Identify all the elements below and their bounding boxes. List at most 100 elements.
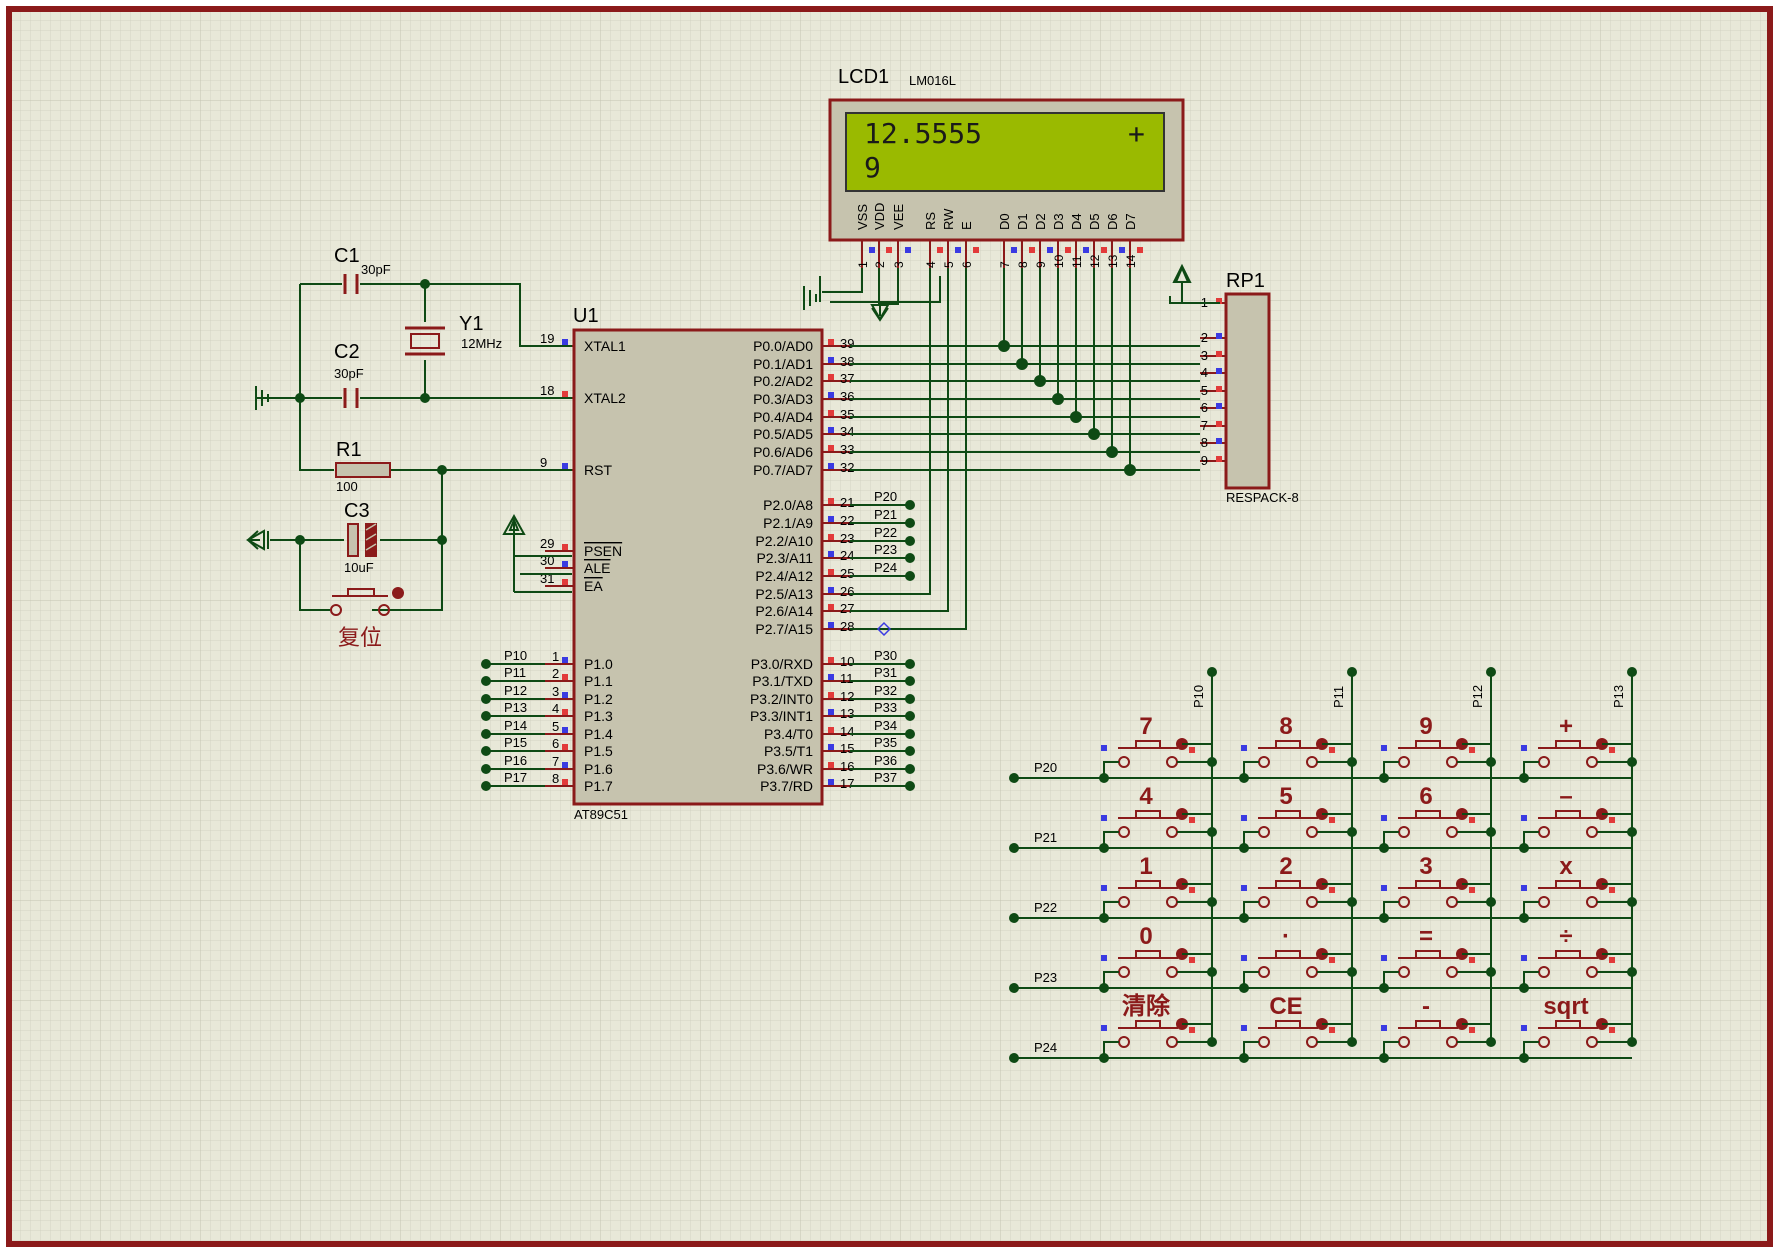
rp1-pin-number: 6: [1201, 400, 1208, 415]
crystal-y1[interactable]: Y1 12MHz: [405, 313, 502, 356]
rp1-pin-number: 5: [1201, 383, 1208, 398]
lcd-pin-number: 7: [998, 261, 1012, 268]
keypad-key-0-2[interactable]: 9: [1379, 713, 1496, 783]
mcu-pin-number: 26: [840, 584, 854, 599]
lcd-pin-number: 13: [1106, 254, 1120, 268]
mcu-pin-label: P3.4/T0: [764, 726, 813, 742]
mcu-pin-number: 24: [840, 548, 854, 563]
mcu-pin-number: 39: [840, 336, 854, 351]
keypad-key-3-2[interactable]: =: [1379, 923, 1496, 993]
mcu-pin-number: 25: [840, 566, 854, 581]
mcu-pin-label: P3.2/INT0: [750, 691, 813, 707]
keypad-key-2-3[interactable]: x: [1519, 853, 1637, 923]
resistor-r1[interactable]: R1 100: [335, 439, 391, 494]
c1-value: 30pF: [361, 262, 391, 277]
net-label: P13: [504, 700, 527, 715]
lcd-pin-number: 1: [856, 261, 870, 268]
keypad-key-2-0[interactable]: 1: [1099, 853, 1217, 923]
lcd-pin-label: RW: [941, 208, 956, 230]
keypad-key-4-2[interactable]: -: [1379, 993, 1496, 1063]
keypad-key-0-0[interactable]: 7: [1099, 713, 1217, 783]
keypad-key-1-1[interactable]: 5: [1239, 783, 1357, 853]
keypad-key-label: 5: [1279, 783, 1292, 810]
mcu-pin-number: 38: [840, 354, 854, 369]
mcu-pin-label: P1.0: [584, 656, 613, 672]
lcd-pin-number: 9: [1034, 261, 1048, 268]
keypad-key-4-1[interactable]: CE: [1239, 993, 1357, 1063]
mcu-pin-number: 14: [840, 724, 854, 739]
keypad-key-3-3[interactable]: ÷: [1519, 923, 1637, 993]
mcu-pin-number: 35: [840, 407, 854, 422]
keypad-key-label: -: [1422, 993, 1430, 1020]
mcu-pin-label: P3.3/INT1: [750, 708, 813, 724]
keypad-key-4-3[interactable]: sqrt: [1519, 993, 1637, 1063]
net-label: P24: [874, 560, 897, 575]
lcd-pin-label: D6: [1105, 213, 1120, 230]
keypad-key-label: =: [1419, 923, 1433, 950]
keypad-key-0-1[interactable]: 8: [1239, 713, 1357, 783]
rp1-pin-number: 3: [1201, 348, 1208, 363]
net-label: P36: [874, 753, 897, 768]
keypad-key-1-3[interactable]: –: [1519, 783, 1637, 853]
keypad-key-1-0[interactable]: 4: [1099, 783, 1217, 853]
keypad-key-1-2[interactable]: 6: [1379, 783, 1496, 853]
keypad-key-label: 3: [1419, 853, 1432, 880]
capacitor-c1[interactable]: C1 30pF: [334, 245, 391, 294]
net-label: P23: [874, 542, 897, 557]
keypad-key-label: 6: [1419, 783, 1432, 810]
mcu-pin-number: 13: [840, 706, 854, 721]
lcd-pin-label: VDD: [872, 203, 887, 230]
mcu-pin-label: P1.2: [584, 691, 613, 707]
lcd-pin-label: D4: [1069, 213, 1084, 230]
net-label: P33: [874, 700, 897, 715]
lcd-pin-number: 3: [892, 261, 906, 268]
capacitor-c3[interactable]: C3 10uF: [344, 500, 377, 575]
keypad-column-net: P12: [1470, 685, 1485, 708]
rp1-pin-number: 7: [1201, 418, 1208, 433]
rp1-ref: RP1: [1226, 270, 1265, 292]
keypad-key-label: 清除: [1122, 992, 1171, 1020]
lcd-pin-label: D0: [997, 213, 1012, 230]
mcu-pin-label: P1.3: [584, 708, 613, 724]
mcu-pin-label: P3.6/WR: [757, 761, 813, 777]
net-label: P11: [504, 665, 526, 680]
keypad-key-4-0[interactable]: 清除: [1099, 992, 1217, 1063]
mcu-pin-number: 11: [840, 671, 854, 686]
lcd-pins: VSS1VDD2VEE3RS4RW5E6D07D18D29D310D411D51…: [855, 203, 1143, 268]
rp1-body: [1224, 292, 1271, 490]
net-label: P10: [504, 648, 527, 663]
mcu-pin-label: P2.7/A15: [755, 621, 813, 637]
lcd-pin-number: 10: [1052, 254, 1066, 268]
keypad-key-label: ÷: [1559, 923, 1572, 950]
keypad-key-label: CE: [1269, 993, 1302, 1020]
net-label: P22: [874, 525, 897, 540]
net-label: P30: [874, 648, 897, 663]
mcu-pin-number: 27: [840, 601, 854, 616]
capacitor-c2[interactable]: C2 30pF: [334, 341, 364, 408]
keypad-key-3-0[interactable]: 0: [1099, 923, 1217, 993]
mcu-pin-label: P1.6: [584, 761, 613, 777]
c1-ref: C1: [334, 245, 360, 267]
mcu-pin-number: 10: [840, 654, 854, 669]
mcu-pin-label: P0.0/AD0: [753, 338, 813, 354]
lcd-pin-number: 11: [1070, 255, 1084, 268]
r1-ref: R1: [336, 439, 362, 461]
keypad-key-2-2[interactable]: 3: [1379, 853, 1496, 923]
mcu-pin-label: P2.6/A14: [755, 603, 813, 619]
lcd-pin-number: 5: [942, 261, 956, 268]
sheet-frame: [6, 6, 1773, 1247]
keypad-key-label: sqrt: [1543, 993, 1588, 1020]
mcu-pin-label: P2.2/A10: [755, 533, 813, 549]
keypad-key-label: +: [1559, 713, 1573, 740]
mcu-pin-label: ALE: [584, 560, 610, 576]
reset-button[interactable]: 复位: [330, 587, 404, 650]
keypad-key-2-1[interactable]: 2: [1239, 853, 1357, 923]
keypad-key-3-1[interactable]: ·: [1239, 923, 1357, 993]
lcd-component[interactable]: LCD1 LM016L 12.5555 + 9 VSS1VDD2VEE3RS4R…: [828, 66, 1185, 268]
mcu-component[interactable]: U1 AT89C51 XTAL119XTAL218RST9PSEN29ALE30…: [481, 305, 915, 822]
mcu-pin-number: 15: [840, 741, 854, 756]
mcu-pin-label: P0.6/AD6: [753, 444, 813, 460]
keypad-key-0-3[interactable]: +: [1519, 713, 1637, 783]
mcu-pin-label: RST: [584, 462, 612, 478]
